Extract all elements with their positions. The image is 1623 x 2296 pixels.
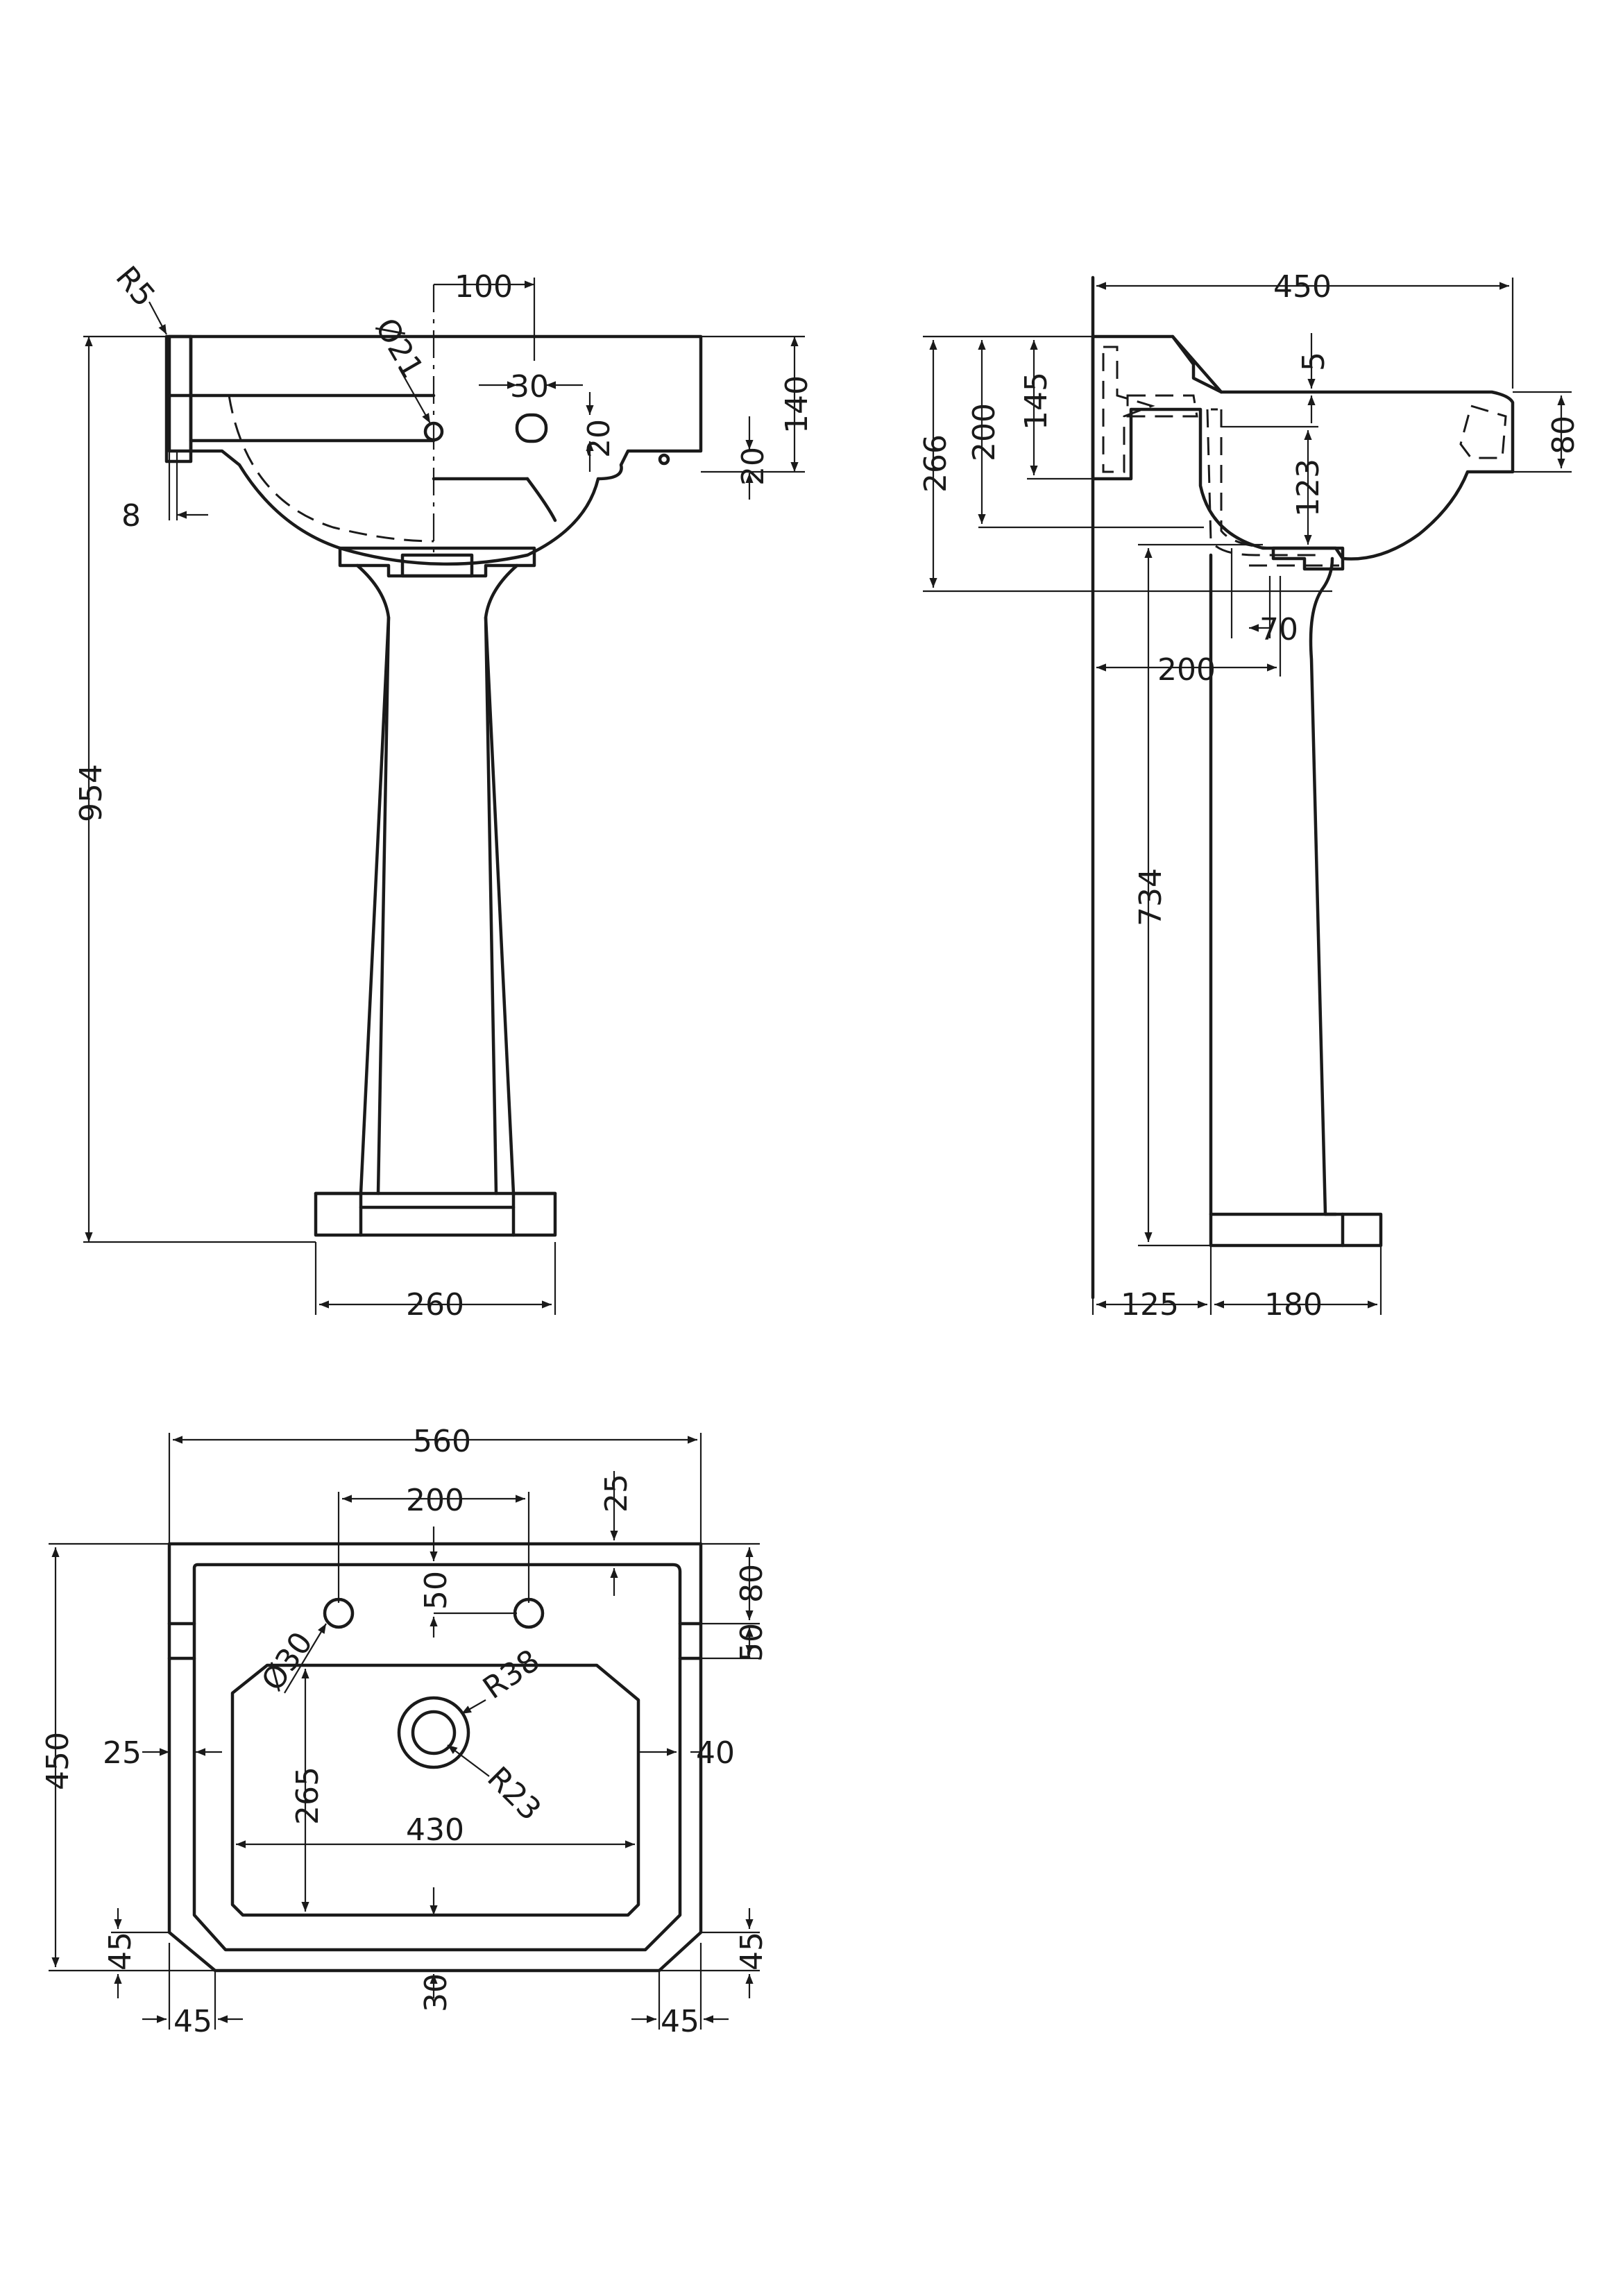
dim-200-plan: 200 [406, 1483, 464, 1518]
dim-265: 265 [290, 1767, 325, 1825]
dim-o30: Ø30 [255, 1626, 320, 1697]
dim-450-side: 450 [1273, 269, 1332, 305]
dim-123: 123 [1291, 459, 1326, 517]
dim-80-side: 80 [1546, 416, 1581, 454]
dim-45-right-h: 45 [661, 2004, 699, 2039]
dim-125: 125 [1121, 1287, 1179, 1323]
dim-8: 8 [121, 498, 141, 534]
dim-r38: R38 [477, 1643, 546, 1706]
plan-view: 560 200 25 50 80 50 Ø30 R38 R23 25 40 [40, 1424, 770, 2039]
dim-50-tap: 50 [418, 1571, 454, 1610]
dim-45-left-v: 45 [103, 1932, 138, 1971]
dim-954: 954 [74, 764, 109, 822]
dim-30-overflow: 30 [510, 369, 549, 405]
dim-200-side-h: 200 [1157, 652, 1216, 688]
dim-450-plan: 450 [40, 1732, 76, 1790]
dim-70: 70 [1259, 612, 1298, 647]
dim-45-left-h: 45 [173, 2004, 212, 2039]
dim-140: 140 [779, 375, 815, 434]
dim-25-left: 25 [103, 1735, 142, 1771]
dim-560: 560 [413, 1424, 471, 1459]
dim-100: 100 [454, 269, 513, 305]
dim-r5: R5 [109, 260, 162, 314]
dim-20-lip: 20 [736, 447, 771, 486]
dim-20-overflow: 20 [581, 419, 617, 458]
dim-50-plan: 50 [734, 1623, 770, 1662]
dim-30-front: 30 [418, 1973, 454, 2012]
dim-o21: Ø21 [368, 312, 430, 384]
dim-260: 260 [406, 1287, 464, 1323]
dim-734: 734 [1133, 868, 1169, 926]
dim-180: 180 [1264, 1287, 1323, 1323]
dim-45-right-v: 45 [734, 1932, 770, 1971]
dim-40: 40 [696, 1735, 735, 1771]
dim-200-side-v: 200 [967, 403, 1002, 461]
dim-r23: R23 [480, 1760, 547, 1828]
dim-25-top: 25 [599, 1474, 634, 1513]
dim-430: 430 [406, 1812, 464, 1848]
dim-145: 145 [1019, 372, 1054, 430]
side-view: 450 5 266 200 145 80 123 70 200 734 [918, 269, 1581, 1323]
dim-5: 5 [1296, 352, 1332, 371]
dim-80-plan: 80 [734, 1564, 770, 1603]
front-view: 100 30 20 140 20 8 954 260 R5 Ø21 [74, 260, 815, 1323]
dim-266: 266 [918, 434, 953, 493]
